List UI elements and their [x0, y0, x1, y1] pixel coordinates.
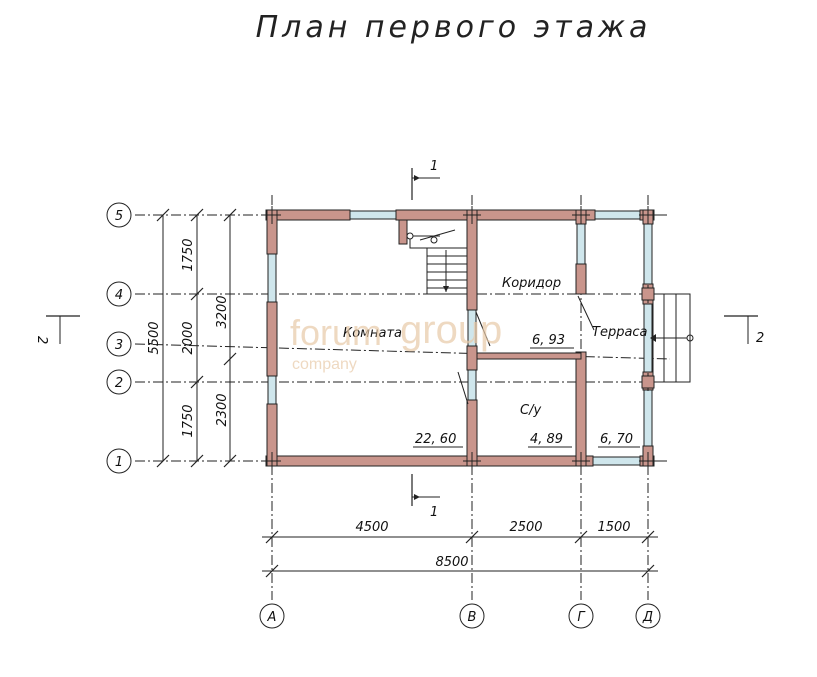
dim-bottom-total: 8500: [435, 555, 468, 570]
axis-label-5: 5: [115, 209, 123, 224]
room-name-terrace: Терраса: [592, 325, 648, 340]
section-top-label: 1: [430, 159, 438, 174]
axis-label-3: 3: [115, 338, 123, 353]
section-right-label: 2: [756, 331, 764, 346]
axis-label-4: 4: [115, 288, 123, 303]
dim-left-e1: 3200: [215, 295, 230, 328]
left-dimensions: [156, 208, 237, 468]
dim-left-total: 5500: [147, 321, 162, 354]
dim-bottom-d1: 4500: [355, 520, 388, 535]
dim-bottom-d2: 2500: [509, 520, 542, 535]
dim-left-d2: 2000: [181, 321, 196, 354]
room-area-corridor: 6, 93: [532, 333, 565, 348]
room-area-living: 22, 60: [415, 432, 456, 447]
room-name-living: Комната: [343, 326, 402, 341]
watermark-company: company: [292, 356, 357, 373]
axis-bubbles-horizontal: [106, 202, 132, 474]
column-marks: [263, 206, 657, 470]
axis-label-2: 2: [115, 376, 123, 391]
room-name-bathroom: С/у: [520, 403, 541, 418]
axis-label-1: 1: [115, 455, 123, 470]
stairs: [406, 229, 468, 295]
room-area-bathroom: 4, 89: [530, 432, 563, 447]
axis-label-v: В: [468, 610, 477, 625]
axis-label-a: А: [267, 610, 277, 625]
bottom-dimensions: [262, 530, 658, 578]
dim-left-d1: 1750: [181, 238, 196, 271]
room-name-corridor: Коридор: [502, 276, 561, 291]
windows: [267, 210, 653, 466]
axis-bubbles-vertical: [259, 603, 661, 629]
section-left-label: 2: [34, 336, 49, 344]
axis-label-g: Г: [577, 610, 586, 625]
room-area-terrace: 6, 70: [600, 432, 633, 447]
page-title: План первого этажа: [255, 10, 652, 45]
section-marks: [46, 168, 758, 506]
doors: [457, 295, 694, 405]
dim-left-d3: 1750: [181, 404, 196, 437]
terrace-steps: [650, 293, 691, 383]
section-bottom-label: 1: [430, 505, 438, 520]
axis-label-d: Д: [642, 610, 653, 625]
dim-left-e2: 2300: [215, 393, 230, 426]
watermark-logo-forum: forum: [290, 312, 383, 353]
dim-bottom-d3: 1500: [597, 520, 630, 535]
watermark-logo-group: group: [400, 308, 503, 352]
